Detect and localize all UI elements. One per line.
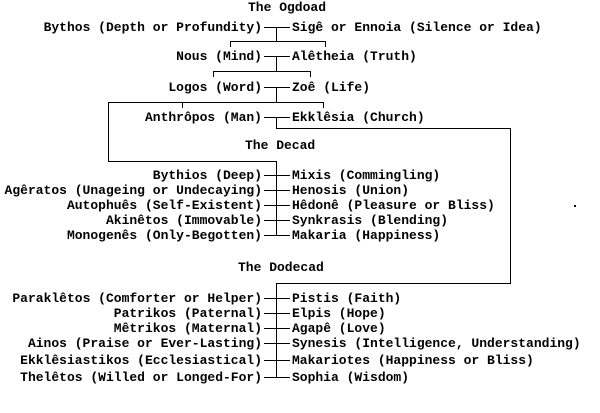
aeon-name-left: Ekklêsiastikos (Ecclesiastical) [20,353,262,368]
pair-link-dash [264,377,290,378]
aeon-name-right: Pistis (Faith) [292,291,402,306]
pair-link-dash [264,27,290,28]
pair-link-dash [264,328,290,329]
aeon-name-right: Mixis (Commingling) [292,168,441,183]
aeon-name-left: Paraklêtos (Comforter or Helper) [12,291,262,306]
section-title-ogdoad: The Ogdoad [248,0,327,15]
connector-dodecad-branch-bottom [276,283,511,284]
aeon-name-left: Bythos (Depth or Profundity) [43,20,262,35]
aeon-name-right: Sophia (Wisdom) [292,370,410,385]
aeon-name-right: Sigê or Ennoia (Silence or Idea) [292,20,542,35]
aeon-name-right: Agapê (Love) [292,321,386,336]
aeon-name-left: Mêtrikos (Maternal) [113,321,262,336]
aeon-name-right: Alêtheia (Truth) [292,49,417,64]
pair-link-dash [264,343,290,344]
aeon-name-right: Elpis (Hope) [292,306,386,321]
connector-bracket-3-right [323,103,324,108]
aeon-name-left: Agêratos (Unageing or Undecaying) [4,183,262,198]
aeon-name-right: Henosis (Union) [292,183,410,198]
pair-link-dash [264,360,290,361]
pair-link-dash [264,190,290,191]
pair-link-dash [264,205,290,206]
connector-decad-branch-vertical [108,102,109,162]
connector-bracket-2-left [213,72,214,77]
connector-drop-row1 [276,27,277,42]
pair-link-dash [264,175,290,176]
aeon-name-right: Synkrasis (Blending) [292,213,449,228]
aeon-name-left: Patrikos (Paternal) [113,306,262,321]
aeon-name-left: Bythios (Deep) [152,168,262,183]
decad-spine [276,161,277,236]
connector-bracket-2 [213,71,311,72]
connector-drop-row3 [276,87,277,103]
connector-bracket-2-right [310,72,311,77]
aeon-name-left: Monogenês (Only-Begotten) [66,228,262,243]
pair-link-dash [264,313,290,314]
aeon-name-left: Logos (Word) [168,80,262,95]
pair-link-dash [264,220,290,221]
connector-dodecad-branch-vertical [510,128,511,284]
pair-link-dash [264,117,290,118]
aeon-name-right: Zoê (Life) [292,80,371,95]
aeon-name-right: Hêdonê (Pleasure or Bliss) [292,198,495,213]
connector-bracket-3-tick [182,103,183,108]
pair-link-dash [264,56,290,57]
connector-bracket-3 [108,102,324,103]
connector-decad-branch-horizontal [108,161,277,162]
aeon-name-right: Synesis (Intelligence, Understanding) [292,336,581,351]
aeon-name-right: Ekklêsia (Church) [292,110,425,125]
stray-dot-artifact [574,205,576,207]
aeon-name-left: Ainos (Praise or Ever-Lasting) [27,336,262,351]
aeon-name-left: Autophuês (Self-Existent) [66,198,262,213]
pair-link-dash [264,87,290,88]
aeon-name-left: Nous (Mind) [176,49,262,64]
aeon-name-right: Makariotes (Happiness or Bliss) [292,353,534,368]
pair-link-dash [264,298,290,299]
connector-bracket-1-left [230,42,231,47]
connector-drop-row4 [276,117,277,129]
aeon-name-right: Makaria (Happiness) [292,228,441,243]
connector-drop-row2 [276,56,277,72]
section-title-dodecad: The Dodecad [238,260,324,275]
aeon-name-left: Anthrôpos (Man) [144,110,262,125]
connector-bracket-1 [230,41,326,42]
aeon-name-left: Thelêtos (Willed or Longed-For) [20,370,262,385]
connector-bracket-1-right [325,42,326,47]
dodecad-spine [276,283,277,378]
aeon-name-left: Akinêtos (Immovable) [105,213,262,228]
pair-link-dash [264,235,290,236]
section-title-decad: The Decad [245,138,316,153]
connector-dodecad-branch-top [276,128,511,129]
